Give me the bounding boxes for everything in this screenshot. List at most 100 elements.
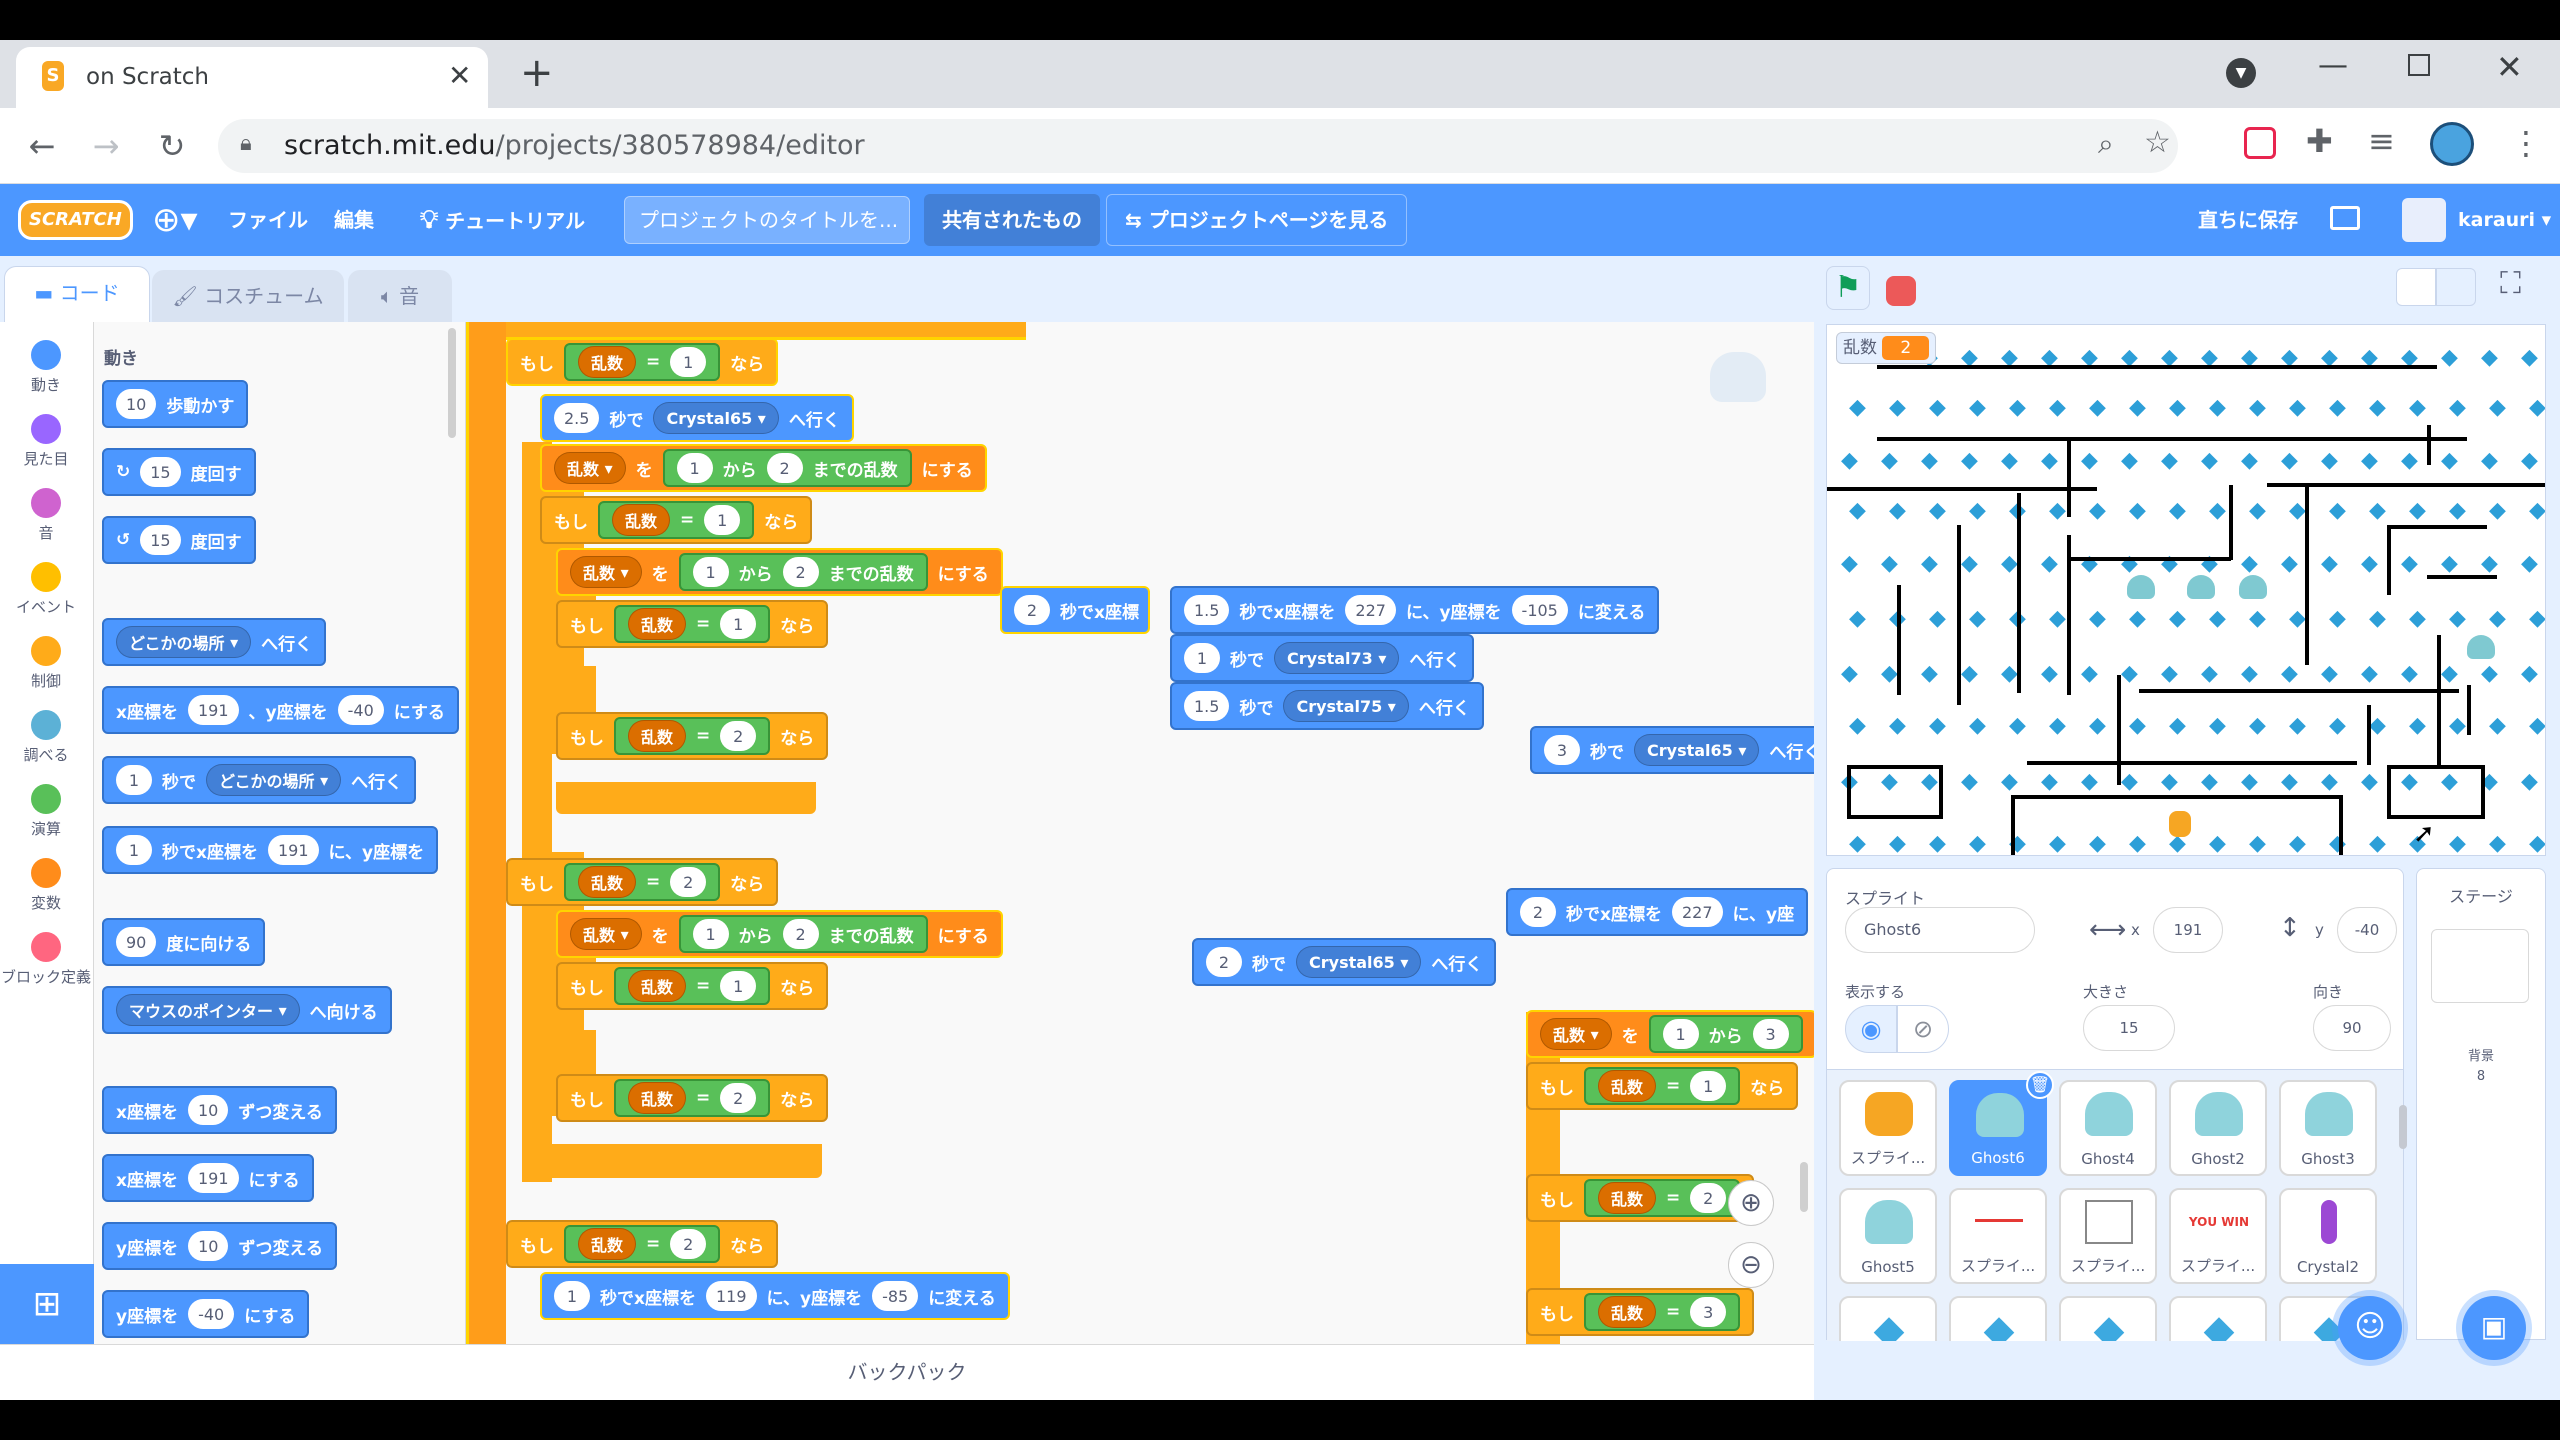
eq-operator[interactable]: 乱数=2 (614, 717, 771, 755)
choose-backdrop-button[interactable]: ▣ (2462, 1296, 2526, 1360)
rand-var-reporter[interactable]: 乱数 (1598, 1296, 1657, 1328)
sprite-tile[interactable]: スプライ... (1949, 1188, 2047, 1284)
random-to[interactable]: 2 (766, 453, 803, 483)
category-8[interactable]: ブロック定義 (0, 932, 92, 987)
cat-sprite-icon[interactable] (2169, 811, 2191, 837)
tab-search-icon[interactable]: ▼ (2226, 58, 2256, 88)
glide-target-dropdown[interactable]: Crystal65 ▾ (1296, 946, 1422, 978)
random-to[interactable]: 2 (782, 919, 819, 949)
rand-var-reporter[interactable]: 乱数 (578, 346, 637, 378)
small-stage-button[interactable] (2396, 268, 2436, 306)
rand-var-reporter[interactable]: 乱数 (628, 608, 687, 640)
save-now-button[interactable]: 直ちに保存 (2198, 208, 2298, 232)
x-input[interactable]: 191 (2153, 907, 2223, 953)
show-visible-button[interactable]: ◉ (1845, 1005, 1897, 1053)
sprite-tile[interactable]: ◆Crystal7 (2059, 1296, 2157, 1341)
shared-button[interactable]: 共有されたもの (924, 194, 1100, 246)
eq-operator[interactable]: 乱数=2 (564, 863, 721, 901)
glide-xy-x-input[interactable]: 191 (267, 835, 319, 865)
eq-value[interactable]: 3 (1690, 1297, 1727, 1327)
window-restore-icon[interactable] (2408, 54, 2430, 76)
eq-value[interactable]: 2 (670, 867, 707, 897)
menu-tutorial[interactable]: 💡︎ チュートリアル (420, 184, 585, 257)
direction-input[interactable]: 90 (2313, 1005, 2391, 1051)
set-y-input[interactable]: -40 (188, 1299, 235, 1329)
project-title-input[interactable]: プロジェクトのタイトルを... (624, 196, 910, 244)
rand-var-reporter[interactable]: 乱数 (628, 720, 687, 752)
sprite-tile[interactable]: Ghost5 (1839, 1188, 1937, 1284)
ghost-sprite-icon[interactable] (2187, 575, 2215, 599)
zoom-in-button[interactable]: ⊕ (1728, 1180, 1774, 1226)
sprite-tile[interactable]: ◆Crystal6 (1949, 1296, 2047, 1341)
menu-edit[interactable]: 編集 (334, 208, 374, 232)
rand-var-reporter[interactable]: 乱数 (628, 970, 687, 1002)
choose-sprite-button[interactable]: ☺ (2338, 1296, 2402, 1360)
glide-x[interactable]: 227 (1345, 595, 1396, 625)
browser-tab[interactable]: S on Scratch ✕ (16, 47, 488, 108)
move-steps-input[interactable]: 10 (116, 389, 157, 419)
rand-var-reporter[interactable]: 乱数 (1598, 1182, 1657, 1214)
workspace-scrollbar[interactable] (1800, 1162, 1808, 1212)
eq-value[interactable]: 1 (704, 505, 741, 535)
rand-var-reporter[interactable]: 乱数 (612, 504, 671, 536)
eq-value[interactable]: 2 (1690, 1183, 1727, 1213)
delete-sprite-icon[interactable]: 🗑︎ (2026, 1071, 2054, 1099)
glide-secs[interactable]: 1 (1184, 643, 1220, 673)
sprite-list-scrollbar[interactable] (2399, 1105, 2407, 1149)
eq-value[interactable]: 1 (720, 609, 757, 639)
turn-right-input[interactable]: 15 (140, 457, 181, 487)
forward-icon[interactable]: → (92, 127, 120, 165)
rand-var-reporter[interactable]: 乱数 (578, 866, 637, 898)
glide-x[interactable]: 119 (705, 1281, 757, 1311)
sprite-tile[interactable]: Ghost2 (2169, 1080, 2267, 1176)
eq-value[interactable]: 2 (720, 1083, 757, 1113)
glide-y[interactable]: -85 (872, 1281, 919, 1311)
turn-left-input[interactable]: 15 (140, 525, 181, 555)
category-7[interactable]: 変数 (0, 858, 92, 913)
rand-var-reporter[interactable]: 乱数 (628, 1082, 687, 1114)
set-var-dropdown[interactable]: 乱数 ▾ (1540, 1018, 1612, 1050)
stage-selector[interactable]: ステージ 背景 8 (2416, 868, 2546, 1340)
category-0[interactable]: 動き (0, 340, 92, 395)
category-4[interactable]: 制御 (0, 636, 92, 691)
set-var-dropdown[interactable]: 乱数 ▾ (570, 918, 642, 950)
rand-var-reporter[interactable]: 乱数 (578, 1228, 637, 1260)
if-rand-eq-2-f[interactable]: もし乱数=2 (1526, 1174, 1755, 1222)
tab-sound[interactable]: 🔈︎ 音 (348, 270, 452, 322)
category-6[interactable]: 演算 (0, 784, 92, 839)
stage-canvas[interactable]: ◆◆◆◆◆◆◆◆◆◆◆◆◆◆◆◆◆◆◆◆◆◆◆◆◆◆◆◆◆◆◆◆◆◆◆◆◆◆◆◆… (1826, 324, 2546, 856)
sprite-tile[interactable]: スプライ... (2059, 1188, 2157, 1284)
sprite-tile[interactable]: Ghost4 (2059, 1080, 2157, 1176)
random-from[interactable]: 1 (1662, 1019, 1699, 1049)
glide-secs[interactable]: 1 (554, 1281, 590, 1311)
eq-value[interactable]: 1 (670, 347, 707, 377)
glide-secs[interactable]: 3 (1544, 735, 1580, 765)
tab-code[interactable]: ▬ コード (4, 266, 150, 322)
point-direction-input[interactable]: 90 (116, 927, 157, 957)
add-extension-button[interactable]: ⊞ (0, 1264, 94, 1344)
language-globe-icon[interactable]: ⊕▾ (152, 200, 198, 240)
glide-target-dropdown[interactable]: Crystal73 ▾ (1274, 642, 1400, 674)
zoom-icon[interactable]: ⌕ (2098, 127, 2114, 160)
block-goto[interactable]: どこかの場所 ▾へ行く (102, 618, 327, 666)
